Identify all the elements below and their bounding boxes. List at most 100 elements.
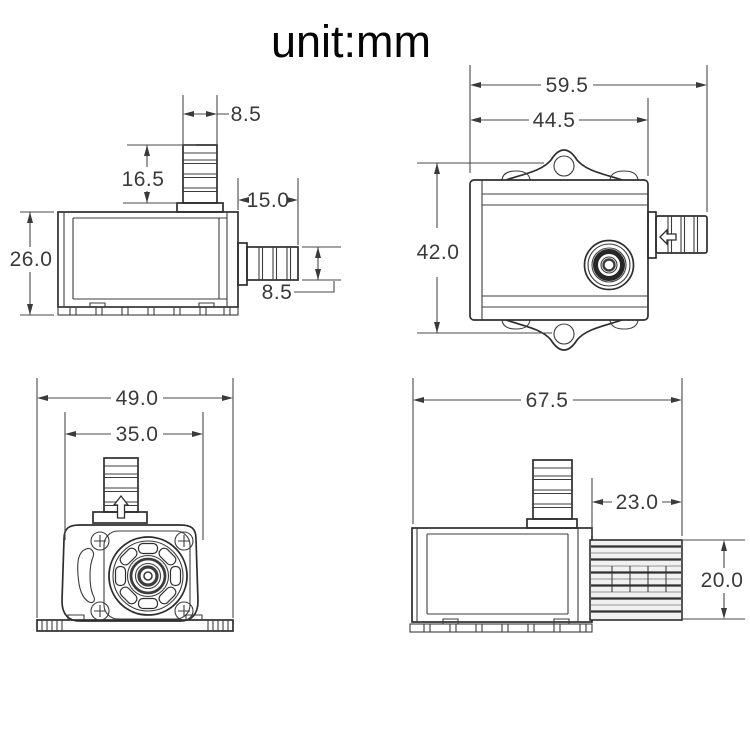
dim-lines	[20, 211, 54, 316]
dim-label-overall-width: 59.5	[546, 74, 589, 97]
port-center	[602, 258, 616, 272]
dim-overall-length: 67.5	[412, 378, 683, 536]
pump-body-details	[416, 528, 579, 622]
dim-outlet-od: 8.5	[182, 95, 262, 145]
dim-lines	[237, 178, 299, 245]
bottom-mount-tab	[505, 319, 623, 351]
dim-strainer-length: 23.0	[591, 478, 682, 536]
dim-lines	[412, 378, 683, 536]
port-ring	[600, 256, 618, 274]
impeller-slot	[158, 547, 177, 566]
dim-label-outlet-height: 16.5	[122, 168, 165, 191]
view-rear: 59.5 44.5 42.0	[417, 65, 708, 351]
dim-outlet-height: 16.5	[122, 144, 196, 204]
inlet-barb-flange	[237, 242, 248, 286]
screw-cross	[178, 535, 190, 547]
dim-inlet-od: 8.5	[262, 246, 341, 304]
port-ring	[591, 247, 627, 283]
top-tab-bumps	[501, 170, 639, 181]
dim-label-strainer-length: 23.0	[616, 491, 659, 514]
outlet-barb-ribs	[183, 152, 217, 193]
pump-body	[411, 527, 593, 623]
port-ring	[587, 243, 631, 287]
dim-label-body-width: 44.5	[533, 109, 576, 132]
flow-direction-left-icon	[659, 228, 677, 246]
dim-lines	[182, 95, 229, 145]
outlet-barb-ribs	[533, 467, 572, 509]
dim-label-inlet-od: 8.5	[262, 281, 293, 304]
outlet-barb-flange	[176, 202, 224, 213]
impeller-slot	[137, 597, 159, 610]
hub-ring	[134, 562, 162, 590]
impeller-ring	[112, 540, 184, 612]
dim-body-height: 26.0	[10, 211, 54, 316]
dim-strainer-height: 20.0	[683, 539, 745, 620]
base-foot-ticks	[423, 624, 587, 632]
pump-body	[57, 211, 239, 308]
outlet-barb-ribs	[104, 465, 138, 507]
dim-label-inlet-length: 15.0	[247, 189, 290, 212]
dim-label-strainer-height: 20.0	[701, 569, 744, 592]
base-plate-ticks	[41, 620, 229, 631]
strainer-ribs-light	[591, 552, 681, 606]
dim-base-width: 49.0	[36, 378, 234, 618]
view-side-a: 8.5 16.5 15.0 26.0 8.5	[10, 95, 341, 316]
dim-arrowheads	[592, 499, 682, 505]
dim-label-base-width: 49.0	[116, 387, 159, 410]
impeller-slot-group	[137, 542, 159, 555]
strainer-outline	[589, 539, 683, 621]
view-front: 49.0 35.0	[36, 378, 234, 632]
bottom-tab-bumps	[501, 319, 639, 330]
hub-center	[143, 571, 153, 581]
dim-lines	[64, 412, 204, 540]
dim-lines	[591, 478, 671, 536]
impeller-slot	[158, 586, 177, 605]
impeller-slot-group	[158, 586, 177, 605]
top-mount-hole	[553, 155, 575, 177]
impeller-slot-group	[119, 547, 138, 566]
screw-icon	[174, 531, 194, 551]
base-foot-ticks	[69, 307, 231, 315]
hub-ring	[129, 557, 167, 595]
impeller-slot-group	[119, 586, 138, 605]
dim-lines	[683, 539, 745, 620]
impeller-face	[108, 536, 188, 616]
dim-lines	[469, 65, 708, 212]
outlet-port	[583, 239, 635, 291]
inlet-barb-flange	[647, 211, 657, 259]
pump-body-details	[63, 212, 228, 307]
strainer-ribs-dark	[591, 545, 681, 613]
dim-lines	[294, 246, 341, 293]
view-side-b: 67.5 23.0 20.0	[409, 378, 745, 633]
dim-arrowheads	[183, 111, 217, 117]
dim-label-outlet-od: 8.5	[231, 103, 262, 126]
inlet-barb-ribs	[258, 247, 292, 280]
screw-cross	[94, 605, 106, 617]
screw-icon	[90, 601, 110, 621]
impeller-slot	[169, 565, 182, 587]
pump-body-details	[481, 180, 648, 320]
impeller-slot	[114, 565, 127, 587]
base-foot-bumps	[442, 618, 570, 624]
dim-lines	[417, 162, 552, 334]
corner-screws	[90, 531, 194, 621]
screw-cross	[94, 535, 106, 547]
impeller-slot-group	[158, 547, 177, 566]
dim-inlet-length: 15.0	[237, 178, 299, 245]
dim-lines	[36, 378, 234, 618]
port-ring-outer	[583, 239, 635, 291]
top-mount-tab	[505, 149, 623, 181]
impeller-slot	[137, 542, 159, 555]
dim-arrowheads	[315, 247, 321, 280]
screw-cross	[178, 605, 190, 617]
strainer-block	[589, 539, 683, 621]
port-ring-thick	[593, 249, 625, 281]
base-foot-strip	[409, 623, 593, 633]
hub-ring	[126, 554, 170, 598]
impeller-slot-group	[169, 565, 182, 587]
hub-ring	[137, 565, 159, 587]
dim-label-body-height: 26.0	[10, 248, 53, 271]
flow-direction-up-icon	[112, 494, 130, 519]
